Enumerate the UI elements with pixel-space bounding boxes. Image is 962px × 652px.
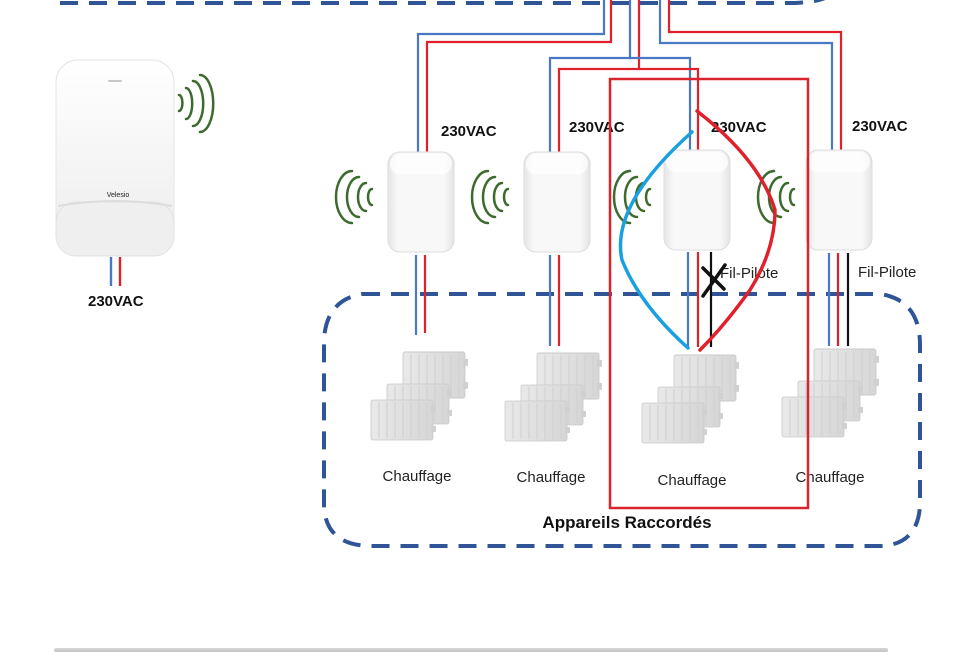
annotation-neutral-bypass (618, 130, 694, 350)
module-1: 230VAC (334, 123, 497, 253)
module-1-supply-label: 230VAC (441, 123, 497, 140)
heater-3-label: Chauffage (658, 472, 727, 489)
wifi-signal-icon (177, 73, 215, 134)
group-title: Appareils Raccordés (542, 513, 711, 532)
module-4: 230VAC Fil-Pilote (756, 118, 916, 281)
central-unit: Velesio 230VAC (55, 59, 215, 310)
heater-3: Chauffage (642, 355, 739, 489)
module-3: 230VAC Fil-Pilote (612, 119, 778, 282)
heater-1-label: Chauffage (383, 468, 452, 485)
module-3-supply-label: 230VAC (711, 119, 767, 136)
highlight-box (608, 77, 810, 510)
module-2-supply-label: 230VAC (569, 119, 625, 136)
central-supply-label: 230VAC (88, 293, 144, 310)
heater-2: Chauffage (505, 353, 602, 486)
bottom-divider (54, 648, 888, 652)
heater-4-label: Chauffage (796, 469, 865, 486)
heater-4: Chauffage (782, 349, 879, 486)
supply-wiring (416, 0, 843, 152)
connected-devices-border (322, 292, 922, 548)
module-3-fil-pilote-label: Fil-Pilote (720, 265, 778, 282)
brand-logo: Velesio (107, 192, 130, 199)
module-4-supply-label: 230VAC (852, 118, 908, 135)
upper-group-border (60, 0, 826, 5)
output-wiring (414, 252, 850, 347)
heater-2-label: Chauffage (517, 469, 586, 486)
annotation-phase-bypass (695, 109, 777, 352)
fil-pilote-crossed-out-icon (701, 263, 727, 298)
heater-1: Chauffage (371, 352, 468, 485)
module-4-fil-pilote-label: Fil-Pilote (858, 264, 916, 281)
